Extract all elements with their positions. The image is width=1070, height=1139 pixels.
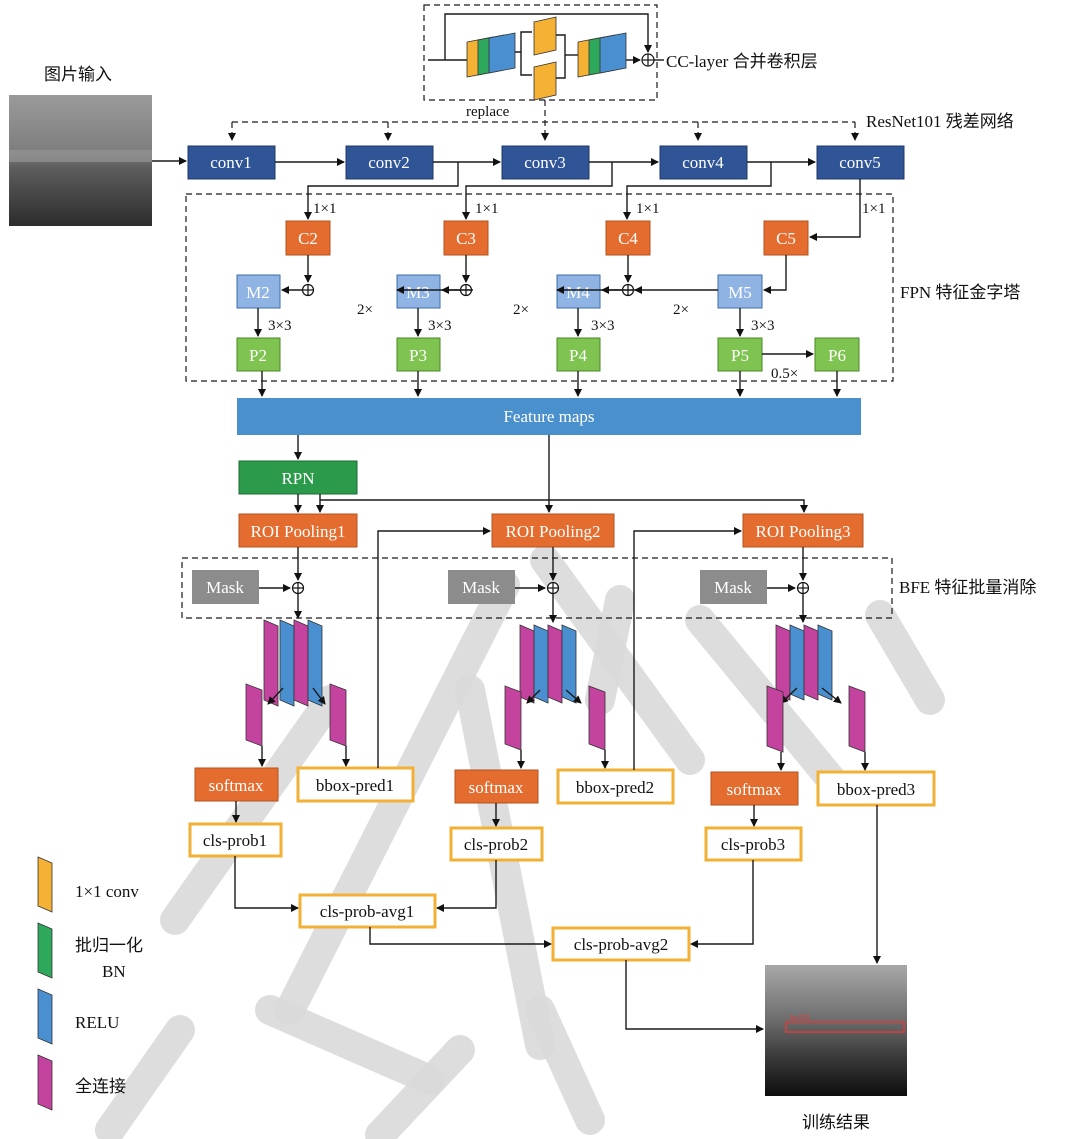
m5-upsample-label: 2× (673, 302, 689, 318)
cls-fc-layer (767, 686, 783, 752)
p5-label: P5 (731, 346, 749, 365)
legend-bn-label: 批归一化 (75, 936, 143, 955)
m4-upsample-label: 2× (513, 302, 529, 318)
mask2-label: Mask (462, 578, 500, 597)
cls-row: cls-prob1 cls-prob2 cls-prob3 (190, 824, 801, 860)
softmax1-label: softmax (209, 776, 264, 795)
legend: 1×1 conv 批归一化 BN RELU 全连接 (38, 857, 143, 1110)
legend-fc-swatch (38, 1055, 52, 1110)
fc-layer (804, 625, 818, 700)
fpn-label: FPN 特征金字塔 (900, 283, 1020, 302)
conv2-label: conv2 (368, 153, 410, 172)
p3-kernel-label: 3×3 (428, 318, 451, 334)
c4-kernel-label: 1×1 (636, 201, 659, 217)
result-caption: 训练结果 (802, 1113, 870, 1132)
legend-conv-swatch (38, 857, 52, 912)
relu-layer (280, 620, 294, 706)
c-row: C2 C3 C4 C5 (286, 221, 808, 255)
bfe-label: BFE 特征批量消除 (899, 578, 1036, 597)
p4-label: P4 (569, 346, 587, 365)
c3-label: C3 (456, 229, 476, 248)
cls-prob1-label: cls-prob1 (203, 831, 267, 850)
c2-label: C2 (298, 229, 318, 248)
legend-fc-label: 全连接 (75, 1077, 126, 1096)
c5-kernel-label: 1×1 (862, 201, 885, 217)
cc-add-symbol (642, 54, 654, 66)
legend-relu-swatch (38, 989, 52, 1044)
relu-layer (534, 625, 548, 703)
cc-relu-layer (489, 33, 515, 73)
softmax2-label: softmax (469, 778, 524, 797)
replace-connectors (232, 100, 855, 140)
bbox-pred3-label: bbox-pred3 (837, 780, 915, 799)
roi-pooling2-label: ROI Pooling2 (506, 522, 601, 541)
p6-downsample-label: 0.5× (771, 366, 798, 382)
cc-conv-branch-top (534, 17, 556, 55)
cc-relu-layer-2 (600, 33, 626, 73)
cls-prob-avg1-label: cls-prob-avg1 (320, 902, 414, 921)
feature-maps-label: Feature maps (503, 407, 594, 426)
p3-label: P3 (409, 346, 427, 365)
mask-row: Mask Mask Mask (192, 570, 767, 604)
c2-kernel-label: 1×1 (313, 201, 336, 217)
mask1-label: Mask (206, 578, 244, 597)
cls-fc-layer (246, 684, 262, 746)
p6-label: P6 (828, 346, 846, 365)
fc-layer (520, 625, 534, 703)
conv3-label: conv3 (524, 153, 566, 172)
legend-relu-label: RELU (75, 1013, 119, 1032)
fc-layer (294, 620, 308, 706)
input-image-band (9, 150, 152, 162)
p5-kernel-label: 3×3 (751, 318, 774, 334)
c4-label: C4 (618, 229, 638, 248)
m5-label: M5 (728, 283, 752, 302)
resnet-label: ResNet101 残差网络 (866, 112, 1014, 131)
bbox-pred2-label: bbox-pred2 (576, 778, 654, 797)
m4-label: M4 (566, 283, 590, 302)
relu-layer (562, 625, 576, 703)
p2-kernel-label: 3×3 (268, 318, 291, 334)
fc-layer (548, 625, 562, 703)
legend-bn-sublabel: BN (102, 962, 126, 981)
p2-label: P2 (249, 346, 267, 365)
cls-prob3-label: cls-prob3 (721, 835, 785, 854)
input-title: 图片输入 (44, 65, 112, 84)
conv5-label: conv5 (839, 153, 881, 172)
p4-kernel-label: 3×3 (591, 318, 614, 334)
m3-label: M3 (406, 283, 430, 302)
conv1-label: conv1 (210, 153, 252, 172)
bbox-fc-layer (589, 686, 605, 750)
bbox-pred1-label: bbox-pred1 (316, 776, 394, 795)
fc-layer (264, 620, 278, 706)
bbox-fc-layer (330, 684, 346, 746)
cc-conv-branch-bottom (534, 62, 556, 100)
replace-label: replace (466, 104, 510, 120)
roi-pooling3-label: ROI Pooling3 (756, 522, 851, 541)
conv4-label: conv4 (682, 153, 724, 172)
softmax-bbox-row: softmax bbox-pred1 softmax bbox-pred2 so… (195, 768, 934, 805)
mask3-label: Mask (714, 578, 752, 597)
relu-layer (308, 620, 322, 706)
roi-pooling1-label: ROI Pooling1 (251, 522, 346, 541)
detection-tag: hx335 (790, 1013, 810, 1022)
roi-row: ROI Pooling1 ROI Pooling2 ROI Pooling3 (239, 514, 863, 547)
cc-layer-module: CC-layer 合并卷积层 replace (424, 5, 818, 120)
fc-layer (776, 625, 790, 700)
m3-upsample-label: 2× (357, 302, 373, 318)
cc-layer-label: CC-layer 合并卷积层 (666, 52, 818, 71)
m2-label: M2 (246, 283, 270, 302)
rpn-label: RPN (281, 469, 314, 488)
cls-fc-layer (505, 686, 521, 750)
cls-prob2-label: cls-prob2 (464, 835, 528, 854)
softmax3-label: softmax (727, 780, 782, 799)
legend-conv-label: 1×1 conv (75, 882, 139, 901)
resnet-backbone: conv1 conv2 conv3 conv4 conv5 (188, 146, 904, 179)
cls-prob-avg2-label: cls-prob-avg2 (574, 935, 668, 954)
legend-bn-swatch (38, 923, 52, 978)
c5-label: C5 (776, 229, 796, 248)
bbox-fc-layer (849, 686, 865, 752)
c3-kernel-label: 1×1 (475, 201, 498, 217)
relu-layer (818, 625, 832, 700)
